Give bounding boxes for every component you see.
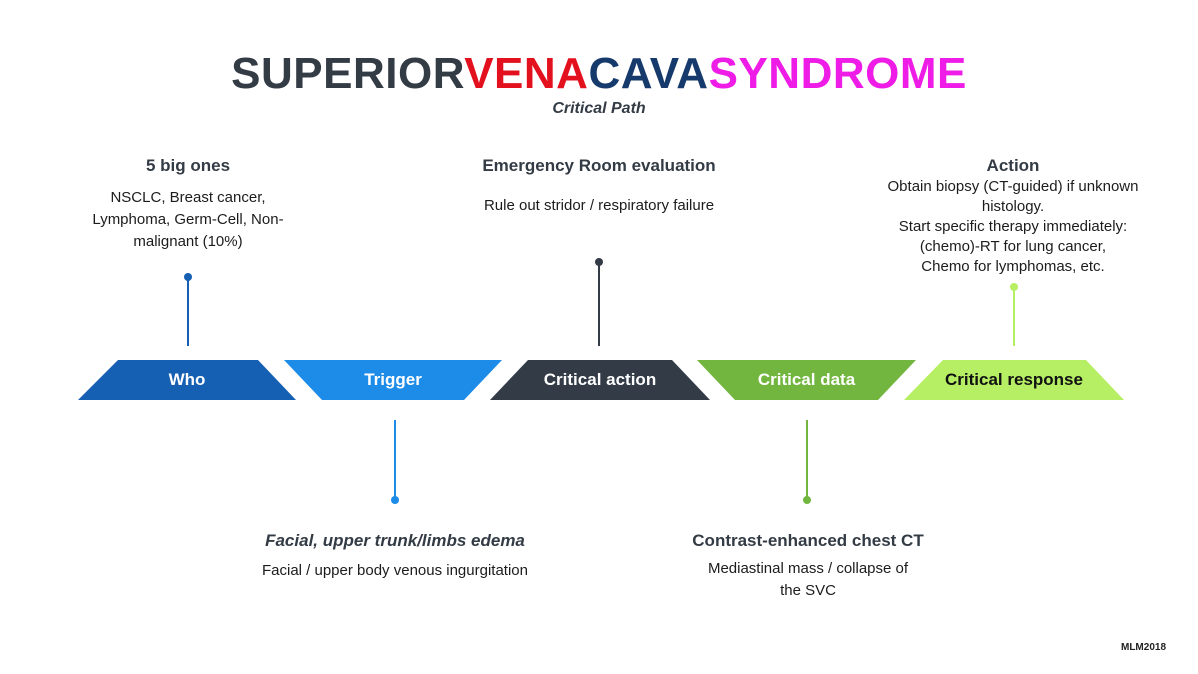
stage-critical-data-label: Critical data <box>757 370 856 389</box>
callout-who-line: NSCLC, Breast cancer, <box>110 189 266 206</box>
callout-data-line: Mediastinal mass / collapse of <box>707 560 909 577</box>
connector-dot-critical-action <box>595 258 603 266</box>
callout-action: Emergency Room evaluation Rule out strid… <box>430 155 768 217</box>
stage-critical-action-shape <box>490 360 710 400</box>
callout-response-line: Obtain biopsy (CT-guided) if unknown <box>887 178 1139 195</box>
callout-who-line: Lymphoma, Germ-Cell, Non- <box>92 211 284 228</box>
callout-data-heading: Contrast-enhanced chest CT <box>692 531 924 550</box>
callout-data: Contrast-enhanced chest CT Mediastinal m… <box>660 530 956 602</box>
callout-trigger: Facial, upper trunk/limbs edema Facial /… <box>218 530 572 582</box>
connector-dot-trigger <box>391 496 399 504</box>
callout-who-line: malignant (10%) <box>133 233 243 250</box>
title-superior: SUPERIOR <box>231 49 465 98</box>
connector-dot-who <box>184 273 192 281</box>
callout-action-line: Rule out stridor / respiratory failure <box>483 197 715 214</box>
callout-data-line: the SVC <box>780 582 836 599</box>
callout-trigger-line: Facial / upper body venous ingurgitation <box>261 562 528 579</box>
callout-who: 5 big ones NSCLC, Breast cancer, Lymphom… <box>68 155 308 253</box>
callout-response-line: histology. <box>981 198 1045 215</box>
stage-trigger-label: Trigger <box>364 370 422 389</box>
callout-response-line: (chemo)-RT for lung cancer, <box>919 238 1107 255</box>
callout-response-line: Chemo for lymphomas, etc. <box>921 258 1105 275</box>
watermark: MLM2018 <box>1120 642 1166 653</box>
callout-response-heading: Action <box>986 156 1040 175</box>
title-cava: CAVA <box>588 49 709 98</box>
stage-trigger-shape <box>284 360 502 400</box>
stage-who-shape <box>78 360 296 400</box>
page-title: SUPERIORVENACAVASYNDROME <box>0 50 1198 98</box>
callout-response-line: Start specific therapy immediately: <box>898 218 1128 235</box>
stage-critical-data-shape <box>697 360 916 400</box>
stage-critical-action-label: Critical action <box>543 370 657 389</box>
stage-critical-response-label: Critical response <box>945 370 1083 389</box>
stage-critical-response-shape <box>904 360 1124 400</box>
stage-who-label: Who <box>168 370 206 389</box>
title-syndrome: SYNDROME <box>708 49 967 98</box>
title-vena: VENA <box>464 49 589 98</box>
callout-response: Action Obtain biopsy (CT-guided) if unkn… <box>848 155 1178 277</box>
page-subtitle: Critical Path <box>552 100 646 117</box>
callout-action-heading: Emergency Room evaluation <box>482 156 716 175</box>
callout-who-heading: 5 big ones <box>145 156 231 175</box>
connector-dot-critical-response <box>1010 283 1018 291</box>
callout-trigger-heading: Facial, upper trunk/limbs edema <box>265 531 525 550</box>
connector-dot-critical-data <box>803 496 811 504</box>
